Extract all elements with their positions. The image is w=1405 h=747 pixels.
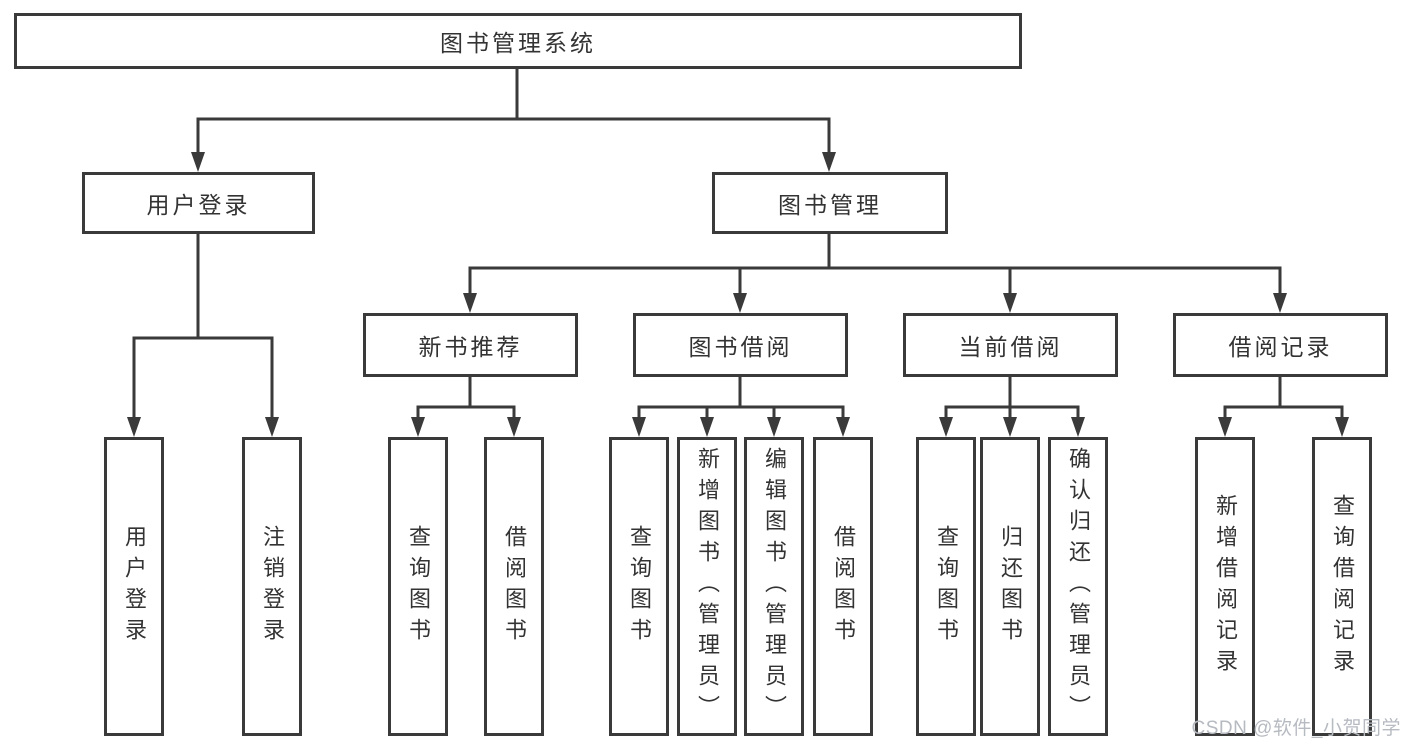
arrowhead xyxy=(127,417,141,437)
leaf-logout-login: 注销登录 xyxy=(242,437,302,736)
arrowhead xyxy=(1003,293,1017,313)
connector-book-management-to-level3 xyxy=(463,231,1287,313)
connector-book-borrowing-to-leaves xyxy=(632,374,850,437)
node-user-login: 用户登录 xyxy=(82,172,315,234)
csdn-watermark: CSDN @软件_小贺同学 xyxy=(1191,718,1401,739)
node-label: 用户登录 xyxy=(146,192,251,218)
connector-borrowing-records-to-leaves xyxy=(1218,374,1349,437)
leaf-add-borrow-record: 新增借阅记录 xyxy=(1195,437,1255,736)
leaf-query-borrow-record: 查询借阅记录 xyxy=(1312,437,1372,736)
leaf-label: 归还图书 xyxy=(998,524,1023,649)
node-label: 新书推荐 xyxy=(418,334,523,360)
node-label: 借阅记录 xyxy=(1228,334,1333,360)
leaf-edit-books-admin: 编辑图书（管理员） xyxy=(744,437,804,736)
connector-line xyxy=(132,231,274,423)
node-label: 图书管理系统 xyxy=(440,30,596,56)
leaf-label: 新增借阅记录 xyxy=(1213,493,1238,680)
leaf-label: 确认归还（管理员） xyxy=(1066,447,1091,726)
arrowhead xyxy=(939,417,953,437)
node-label: 当前借阅 xyxy=(958,334,1063,360)
node-new-book-recommendation: 新书推荐 xyxy=(363,313,578,377)
leaf-label: 注销登录 xyxy=(260,524,285,649)
node-label: 图书管理 xyxy=(778,192,882,218)
leaf-label: 借阅图书 xyxy=(831,524,856,649)
leaf-label: 用户登录 xyxy=(122,524,147,649)
arrowhead xyxy=(507,417,521,437)
node-borrowing-records: 借阅记录 xyxy=(1173,313,1388,377)
arrowhead xyxy=(411,417,425,437)
leaf-borrow-books: 借阅图书 xyxy=(813,437,873,736)
connector-current-borrowing-to-leaves xyxy=(939,374,1085,437)
arrowhead xyxy=(700,417,714,437)
leaf-label: 查询图书 xyxy=(406,524,431,649)
arrowhead xyxy=(1335,417,1349,437)
arrowhead xyxy=(822,152,836,172)
node-label: 图书借阅 xyxy=(688,334,793,360)
arrowhead xyxy=(836,417,850,437)
leaf-query-books-borrowing: 查询图书 xyxy=(609,437,669,736)
arrowhead xyxy=(733,293,747,313)
leaf-return-books: 归还图书 xyxy=(980,437,1040,736)
arrowhead xyxy=(265,417,279,437)
connector-line xyxy=(416,374,516,423)
node-book-management: 图书管理 xyxy=(712,172,948,234)
connector-user-login-to-leaves xyxy=(127,231,279,437)
leaf-label: 查询图书 xyxy=(627,524,652,649)
leaf-label: 查询图书 xyxy=(934,524,959,649)
leaf-add-books-admin: 新增图书（管理员） xyxy=(677,437,737,736)
leaf-borrow-books-recommend: 借阅图书 xyxy=(484,437,544,736)
leaf-user-login: 用户登录 xyxy=(104,437,164,736)
arrowhead xyxy=(191,152,205,172)
leaf-label: 借阅图书 xyxy=(502,524,527,649)
leaf-label: 新增图书（管理员） xyxy=(695,447,720,726)
connector-line xyxy=(196,67,831,158)
node-current-borrowing: 当前借阅 xyxy=(903,313,1118,377)
leaf-confirm-return-admin: 确认归还（管理员） xyxy=(1048,437,1108,736)
connector-root-to-level2 xyxy=(191,67,836,172)
arrowhead xyxy=(632,417,646,437)
arrowhead xyxy=(1071,417,1085,437)
arrowhead xyxy=(1003,417,1017,437)
leaf-label: 编辑图书（管理员） xyxy=(762,447,787,726)
connector-line xyxy=(1223,374,1344,423)
leaf-label: 查询借阅记录 xyxy=(1330,493,1355,680)
arrowhead xyxy=(767,417,781,437)
connector-line xyxy=(944,374,1080,423)
arrowhead xyxy=(1218,417,1232,437)
node-book-borrowing: 图书借阅 xyxy=(633,313,848,377)
node-library-management-system: 图书管理系统 xyxy=(14,13,1022,69)
connector-line xyxy=(468,231,1282,297)
connector-line xyxy=(637,374,845,423)
leaf-query-books-current: 查询图书 xyxy=(916,437,976,736)
leaf-query-books-recommend: 查询图书 xyxy=(388,437,448,736)
arrowhead xyxy=(1273,293,1287,313)
connector-new-book-recommendation-to-leaves xyxy=(411,374,521,437)
arrowhead xyxy=(463,293,477,313)
